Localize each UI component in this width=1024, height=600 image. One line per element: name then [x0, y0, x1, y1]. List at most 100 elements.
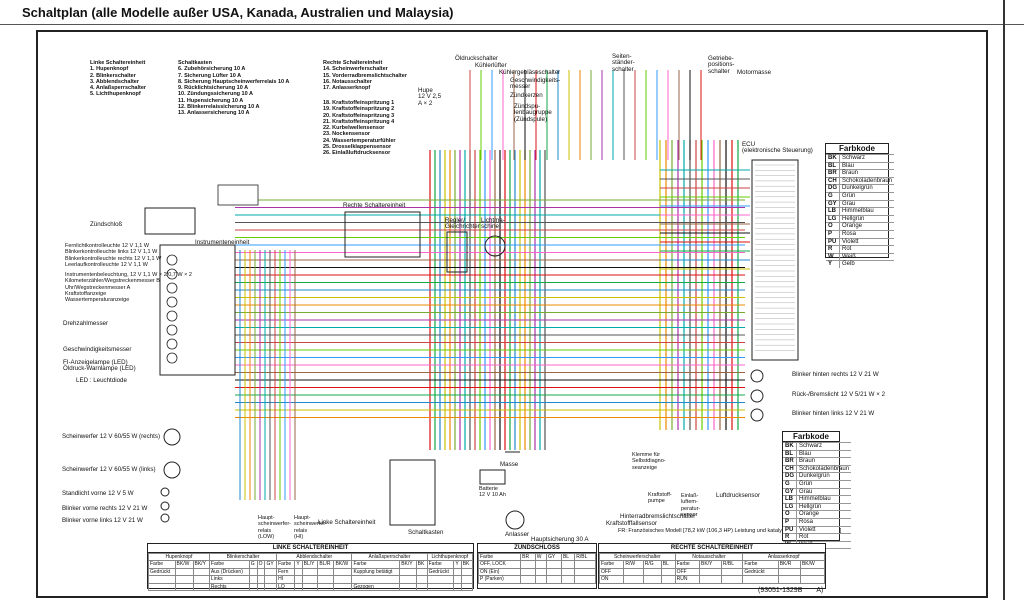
table-row: P (Parken): [477, 575, 596, 584]
color-code: Y: [826, 260, 840, 268]
table-cell: [560, 567, 576, 577]
table-cell: [317, 575, 335, 584]
table-cell: Farbe: [351, 560, 401, 569]
speed-sensor-label: Geschwindigkeits- messer: [510, 77, 561, 91]
instrument-unit-label: Instrumenteneinheit: [195, 239, 250, 246]
color-name: Blau: [796, 449, 852, 458]
turn-rear-right-label: Blinker hinten rechts 12 V 21 W: [792, 371, 879, 378]
table-cell: Farbe: [598, 560, 625, 569]
color-name: Schokoladenbraun: [796, 464, 852, 473]
table-cell: R/BL: [720, 560, 744, 569]
indicator-lamps-label: Fernlichtkontrolleuchte 12 V 1,1 W Blink…: [65, 243, 162, 268]
right-switch-unit-label: Rechte Schaltereinheit: [343, 202, 406, 209]
table-cell: [799, 575, 826, 584]
headlight-symbol: [163, 461, 181, 479]
turn-front-right-label: Blinker vorne rechts 12 V 21 W: [62, 505, 148, 512]
table-subheader-cell: Anlasserknopf: [742, 552, 825, 562]
rear-lamp-symbol: [750, 408, 764, 422]
color-name: Schwarz: [839, 154, 895, 163]
headlight-relay-label: Haupt- scheinwerfer- relais (LOW): [258, 515, 292, 540]
color-name: Dunkelgrün: [839, 184, 895, 193]
rear-lamp-symbol: [750, 369, 764, 383]
main-fuse-label: Hauptsicherung 30 A: [531, 536, 589, 543]
table-cell: BL: [560, 552, 576, 562]
color-name: Hellgrün: [839, 214, 895, 223]
list-line: 3. Abblendschalter: [90, 78, 140, 85]
lamp-symbol: [166, 352, 178, 364]
table-cell: [642, 575, 662, 584]
table-cell: [699, 575, 722, 584]
relay-box: [217, 184, 259, 206]
table-title: LINKE SCHALTEREINHEIT: [148, 544, 473, 553]
table-cell: ON (Ein): [477, 567, 522, 577]
lamp-symbol: [166, 268, 178, 280]
table-cell: [148, 582, 176, 592]
color-code: LG: [826, 214, 840, 223]
ecu-box: [751, 159, 799, 361]
table-cell: [742, 575, 779, 584]
table-cell: [546, 575, 562, 584]
regulator-label: Regler/ Gleichrichter: [445, 217, 480, 231]
list-line: 14. Scheinwerferschalter: [323, 66, 388, 73]
alternator-label: Lichtma- schine: [481, 217, 505, 231]
alternator-symbol: [484, 235, 506, 257]
table-cell: GY: [546, 552, 562, 562]
color-name: Himmelblau: [796, 495, 852, 504]
table-cell: [415, 582, 428, 592]
list-line: 23. Nockensensor: [323, 131, 371, 138]
lamp-symbol: [166, 310, 178, 322]
rear-brake-switch-label: Hinterradbremslichtschalter: [620, 513, 696, 520]
table-cell: BL: [660, 560, 676, 569]
table-cell: [777, 575, 801, 584]
table-cell: [148, 575, 176, 584]
color-name: Weiß: [839, 252, 895, 261]
color-code: O: [783, 510, 797, 519]
turn-front-left-label: Blinker vorne links 12 V 21 W: [62, 517, 143, 524]
spark-plugs-label: Zündkerzen: [510, 92, 543, 99]
table-cell: [294, 582, 303, 592]
table-cell: [399, 575, 417, 584]
table-cell: Farbe: [674, 560, 701, 569]
table-cell: Farbe: [148, 560, 176, 569]
table-cell: Rechts: [208, 582, 250, 592]
table-cell: [399, 567, 417, 577]
color-code: BK: [826, 154, 840, 163]
list-line: 9. Rücklichtsicherung 10 A: [178, 85, 249, 92]
table-cell: BK/Y: [699, 560, 722, 569]
color-code: P: [783, 517, 797, 527]
table-cell: Gezogen: [351, 582, 401, 592]
list-line: 8. Sicherung Hauptscheinwerferrelais 10 …: [178, 78, 290, 85]
led-note-label: LED : Leuchtdiode: [76, 377, 127, 384]
color-name: Rot: [796, 533, 852, 542]
diagnosis-terminal-label: Klemme für Selbstdiagno- seanzeige: [632, 452, 666, 471]
table-cell: [317, 582, 335, 592]
list-line: 4. Anlaßsperrschalter: [90, 85, 147, 92]
table-cell: [351, 575, 401, 584]
table-subheader-cell: Hupenknopf: [148, 552, 210, 562]
table-cell: [256, 567, 266, 577]
color-name: Rosa: [839, 229, 895, 239]
color-code: BL: [783, 449, 797, 458]
table-cell: [294, 575, 303, 584]
table-cell: Farbe: [276, 560, 296, 569]
rear-lamp-symbol: [750, 389, 764, 403]
table-cell: BK: [415, 560, 428, 569]
fi-lamp-label: FI-Anzeigelampe (LED) Öldruck-Warnlampe …: [63, 359, 136, 373]
table-cell: Farbe: [426, 560, 455, 569]
